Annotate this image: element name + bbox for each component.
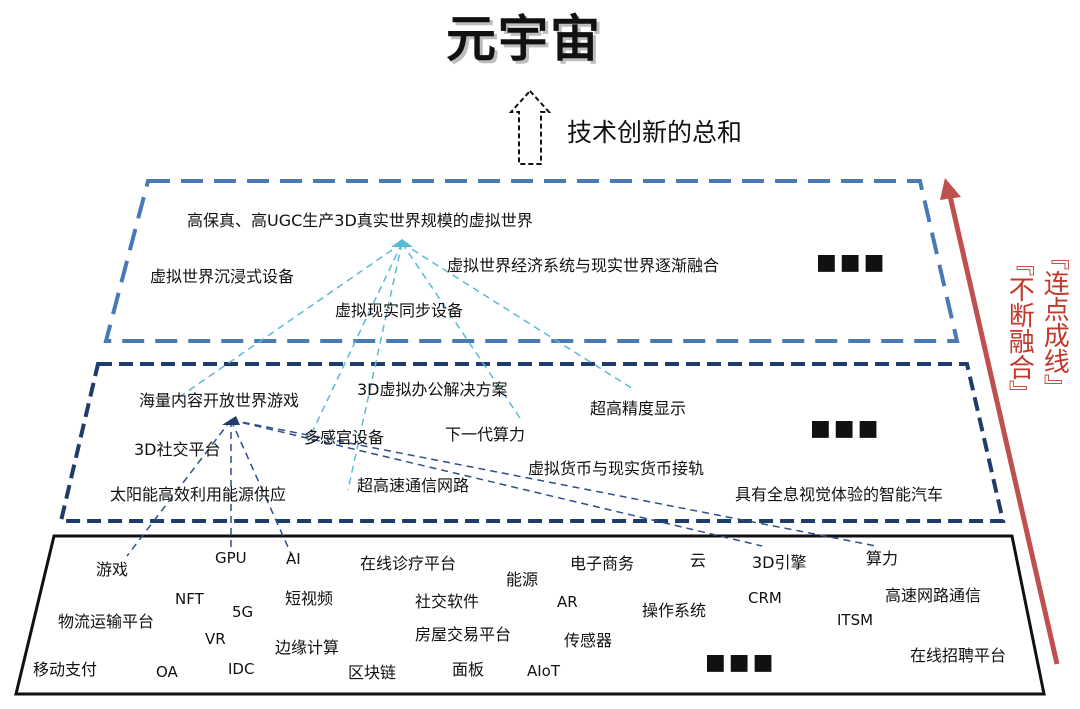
top-tier-frame <box>103 179 960 343</box>
middle-item: 下一代算力 <box>445 425 526 444</box>
up-arrow <box>508 89 552 165</box>
base-item: 物流运输平台 <box>58 612 155 631</box>
base-tier-frame <box>14 534 1046 696</box>
base-item: 区块链 <box>348 663 397 682</box>
base-item: AR <box>557 593 578 611</box>
base-item: GPU <box>215 549 247 567</box>
middle-connections <box>126 419 877 557</box>
top-item: 虚拟世界沉浸式设备 <box>150 267 295 286</box>
top-item: 虚拟世界经济系统与现实世界逐渐融合 <box>447 256 720 275</box>
middle-item: 海量内容开放世界游戏 <box>139 391 300 410</box>
side-label-col2: 『不断融合』 <box>1004 250 1035 406</box>
base-item: 电子商务 <box>570 554 635 573</box>
base-item: 5G <box>232 603 254 621</box>
base-item: IDC <box>228 660 255 678</box>
base-item: 房屋交易平台 <box>415 625 512 644</box>
middle-item: 具有全息视觉体验的智能汽车 <box>735 485 944 504</box>
base-item: OA <box>156 663 178 681</box>
base-item: CRM <box>748 589 782 607</box>
top-item: 虚拟现实同步设备 <box>335 301 464 320</box>
base-item: 操作系统 <box>642 601 707 620</box>
middle-item: 3D社交平台 <box>134 440 221 459</box>
page-title: 元宇宙 <box>446 10 602 68</box>
base-item: AI <box>286 550 301 568</box>
base-item: NFT <box>175 590 204 608</box>
base-item: 在线招聘平台 <box>910 646 1007 665</box>
middle-tier-frame <box>58 362 1006 523</box>
top-connections <box>177 242 634 491</box>
middle-item: 太阳能高效利用能源供应 <box>110 485 287 504</box>
base-ellipsis: ■■■ <box>705 650 777 675</box>
top-hub-marker <box>391 239 413 247</box>
middle-ellipsis: ■■■ <box>810 416 882 441</box>
base-item: ITSM <box>837 611 874 629</box>
middle-item: 超高精度显示 <box>590 399 687 418</box>
side-arrow <box>940 178 1060 665</box>
base-item: AIoT <box>527 662 561 680</box>
base-item: 边缘计算 <box>275 638 340 657</box>
base-item: 云 <box>690 551 707 570</box>
base-item: 移动支付 <box>33 660 98 679</box>
arrow-caption: 技术创新的总和 <box>567 118 743 147</box>
top-item: 高保真、高UGC生产3D真实世界规模的虚拟世界 <box>187 211 533 230</box>
base-item: 游戏 <box>96 560 129 579</box>
middle-item: 3D虚拟办公解决方案 <box>357 380 508 399</box>
base-item: 面板 <box>452 660 485 679</box>
base-item: 传感器 <box>564 631 613 650</box>
base-item: 算力 <box>866 549 899 568</box>
middle-item: 虚拟货币与现实货币接轨 <box>528 459 705 478</box>
middle-item: 多感官设备 <box>304 428 385 447</box>
base-item: 高速网路通信 <box>885 586 982 605</box>
base-item: 短视频 <box>285 589 334 608</box>
base-item: VR <box>205 630 226 648</box>
base-item: 能源 <box>506 570 539 589</box>
middle-item: 超高速通信网路 <box>357 476 470 495</box>
base-item: 3D引擎 <box>752 553 807 572</box>
base-item: 在线诊疗平台 <box>360 554 457 573</box>
middle-hub-marker <box>222 416 240 425</box>
top-ellipsis: ■■■ <box>816 250 888 275</box>
side-label-col1: 『连点成线』 <box>1039 244 1070 400</box>
base-item: 社交软件 <box>415 592 480 611</box>
